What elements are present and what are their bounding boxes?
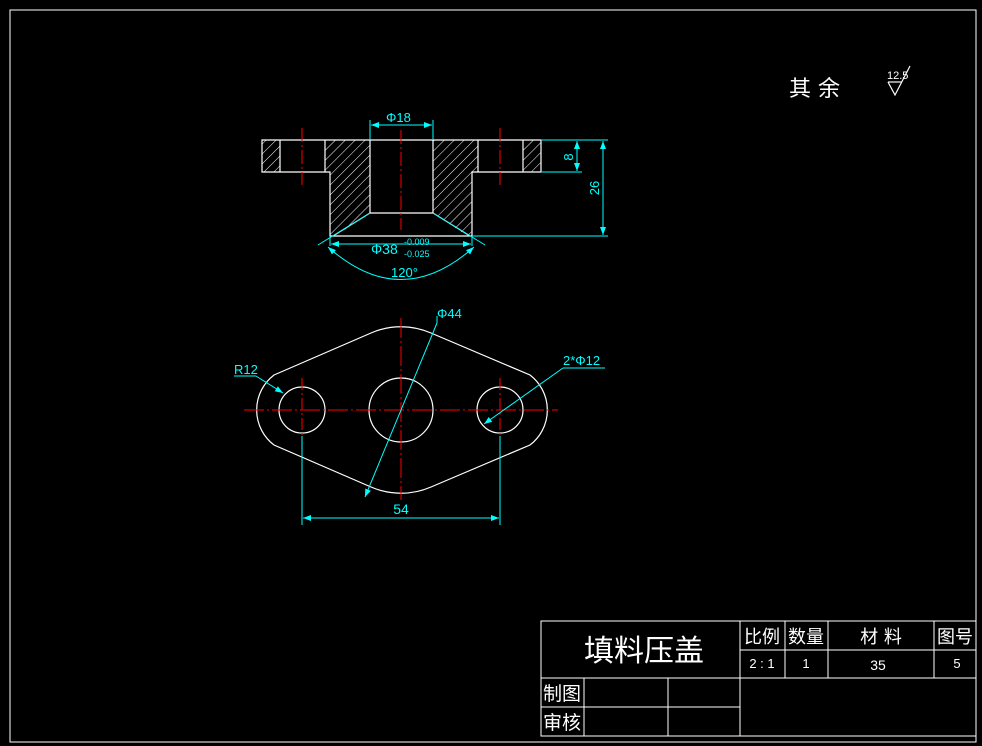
part-name: 填料压盖 — [584, 634, 704, 669]
header-quantity: 数量 — [788, 627, 824, 648]
plan-view: Φ44 R12 2*Φ12 54 — [234, 306, 605, 525]
title-block-text: 填料压盖 比例 数量 材 料 图号 2 : 1 1 35 5 制图 审核 — [543, 627, 973, 734]
plan-outline — [256, 326, 548, 494]
dim-spigot-text: Φ38 — [371, 241, 398, 257]
header-drawing-no: 图号 — [937, 627, 973, 648]
dim-flange-text: 8 — [561, 153, 576, 160]
body-right-section — [433, 140, 478, 236]
value-drawing-no: 5 — [953, 656, 960, 671]
value-quantity: 1 — [802, 656, 809, 671]
flange-left-section — [261, 139, 281, 173]
dim-angle-arc — [327, 246, 475, 280]
title-block — [540, 620, 977, 737]
body-left-section — [325, 140, 370, 236]
flange-right-section — [522, 139, 542, 173]
dim-outer-diameter-text: Φ44 — [437, 306, 462, 321]
dim-outer-diameter-line — [364, 322, 438, 498]
dim-angle-text: 120° — [391, 265, 418, 280]
header-scale: 比例 — [744, 627, 780, 648]
drawing-border — [9, 9, 977, 743]
dim-bore-text: Φ18 — [386, 110, 411, 125]
dim-holes-leader — [483, 367, 564, 425]
header-material: 材 料 — [860, 627, 902, 648]
dim-radius-leader — [255, 375, 284, 394]
surface-finish-note: 其 余 12.5 — [789, 65, 911, 102]
drawn-by-label: 制图 — [543, 683, 581, 705]
section-view: Φ18 8 26 Φ38 -0.009 -0.025 120° — [261, 110, 608, 280]
dim-angle-ext-left — [317, 212, 371, 246]
dim-spacing-text: 54 — [393, 501, 409, 517]
other-surfaces-label: 其 余 — [789, 77, 840, 102]
dim-height-text: 26 — [587, 181, 602, 195]
dim-radius-text: R12 — [234, 362, 258, 377]
value-scale: 2 : 1 — [749, 656, 774, 671]
dim-angle-ext-right — [432, 212, 486, 246]
dim-spigot-tol-lower: -0.025 — [404, 249, 430, 259]
dim-holes-text: 2*Φ12 — [563, 353, 600, 368]
roughness-value: 12.5 — [887, 70, 908, 82]
dim-spigot-tol-upper: -0.009 — [404, 237, 430, 247]
value-material: 35 — [870, 657, 886, 673]
roughness-symbol — [887, 65, 911, 97]
checked-by-label: 审核 — [543, 712, 581, 734]
